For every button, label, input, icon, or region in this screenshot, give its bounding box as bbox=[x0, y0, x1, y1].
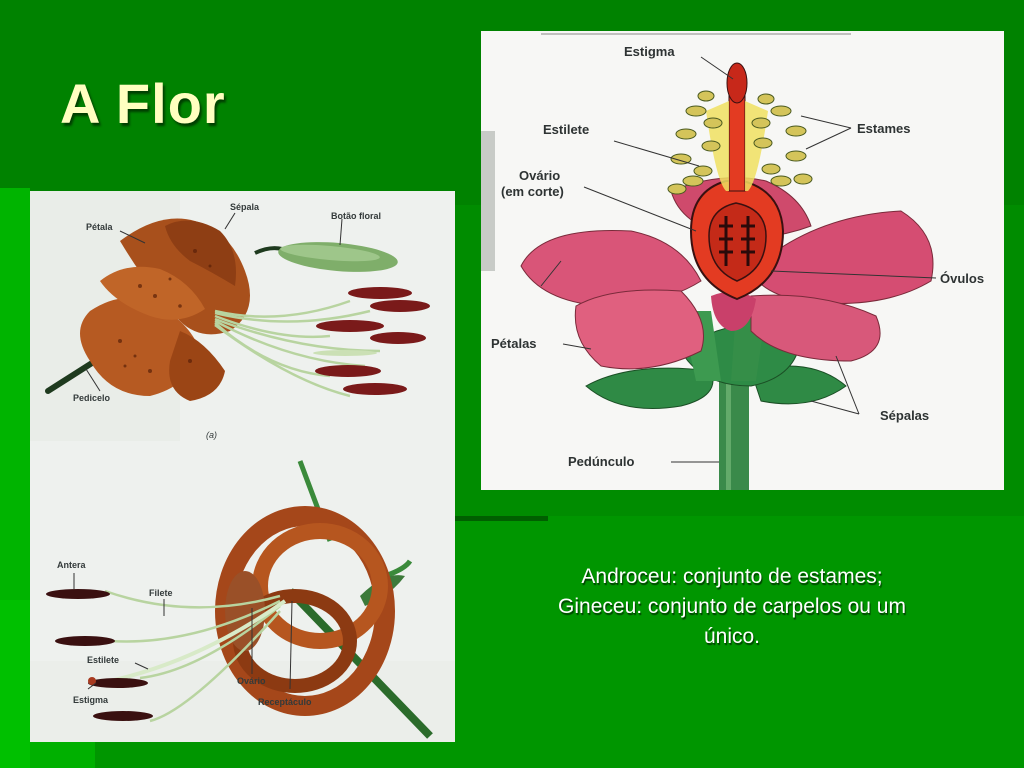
label-estilete: Estilete bbox=[87, 655, 120, 665]
caption-line-gineceu: Gineceu: conjunto de carpelos ou um bbox=[558, 595, 906, 618]
label-ovulos: Óvulos bbox=[940, 271, 985, 286]
label-pedunculo: Pedúnculo bbox=[568, 454, 635, 469]
label-receptaculo: Receptáculo bbox=[258, 697, 312, 707]
slide-caption: Androceu: conjunto de estames; Gineceu: … bbox=[500, 562, 964, 652]
label-filete: Filete bbox=[149, 588, 173, 598]
label-ovario-em-corte: (em corte) bbox=[501, 184, 564, 199]
label-botao-floral: Botão floral bbox=[331, 211, 382, 221]
label-pedicelo: Pedicelo bbox=[73, 393, 111, 403]
label-petala: Pétala bbox=[86, 222, 113, 232]
label-sepala: Sépala bbox=[230, 202, 260, 212]
label-ovario: Ovário bbox=[237, 676, 266, 686]
flower-cross-section-figure: Estigma Estilete Ovário (em corte) Estam… bbox=[481, 31, 1004, 490]
flower-illustration bbox=[481, 31, 1004, 490]
panel-a-caption: (a) bbox=[206, 430, 217, 440]
label-ovario: Ovário bbox=[519, 168, 561, 183]
label-estigma: Estigma bbox=[624, 44, 675, 59]
label-sepalas: Sépalas bbox=[880, 408, 930, 423]
label-estames: Estames bbox=[857, 121, 911, 136]
accent-bar bbox=[455, 516, 548, 521]
background-left-stripe-bottom bbox=[30, 742, 95, 768]
caption-line-unico: único. bbox=[703, 625, 761, 648]
lily-illustration bbox=[30, 191, 455, 742]
label-estilete: Estilete bbox=[543, 122, 590, 137]
label-petalas: Pétalas bbox=[491, 336, 537, 351]
slide-title: A Flor bbox=[60, 72, 226, 135]
lily-diagram-figure: Pétala Sépala Botão floral Pedicelo (a) … bbox=[30, 191, 455, 742]
label-antera: Antera bbox=[57, 560, 86, 570]
caption-line-androceu: Androceu: conjunto de estames; bbox=[581, 565, 883, 588]
label-estigma: Estigma bbox=[73, 695, 109, 705]
